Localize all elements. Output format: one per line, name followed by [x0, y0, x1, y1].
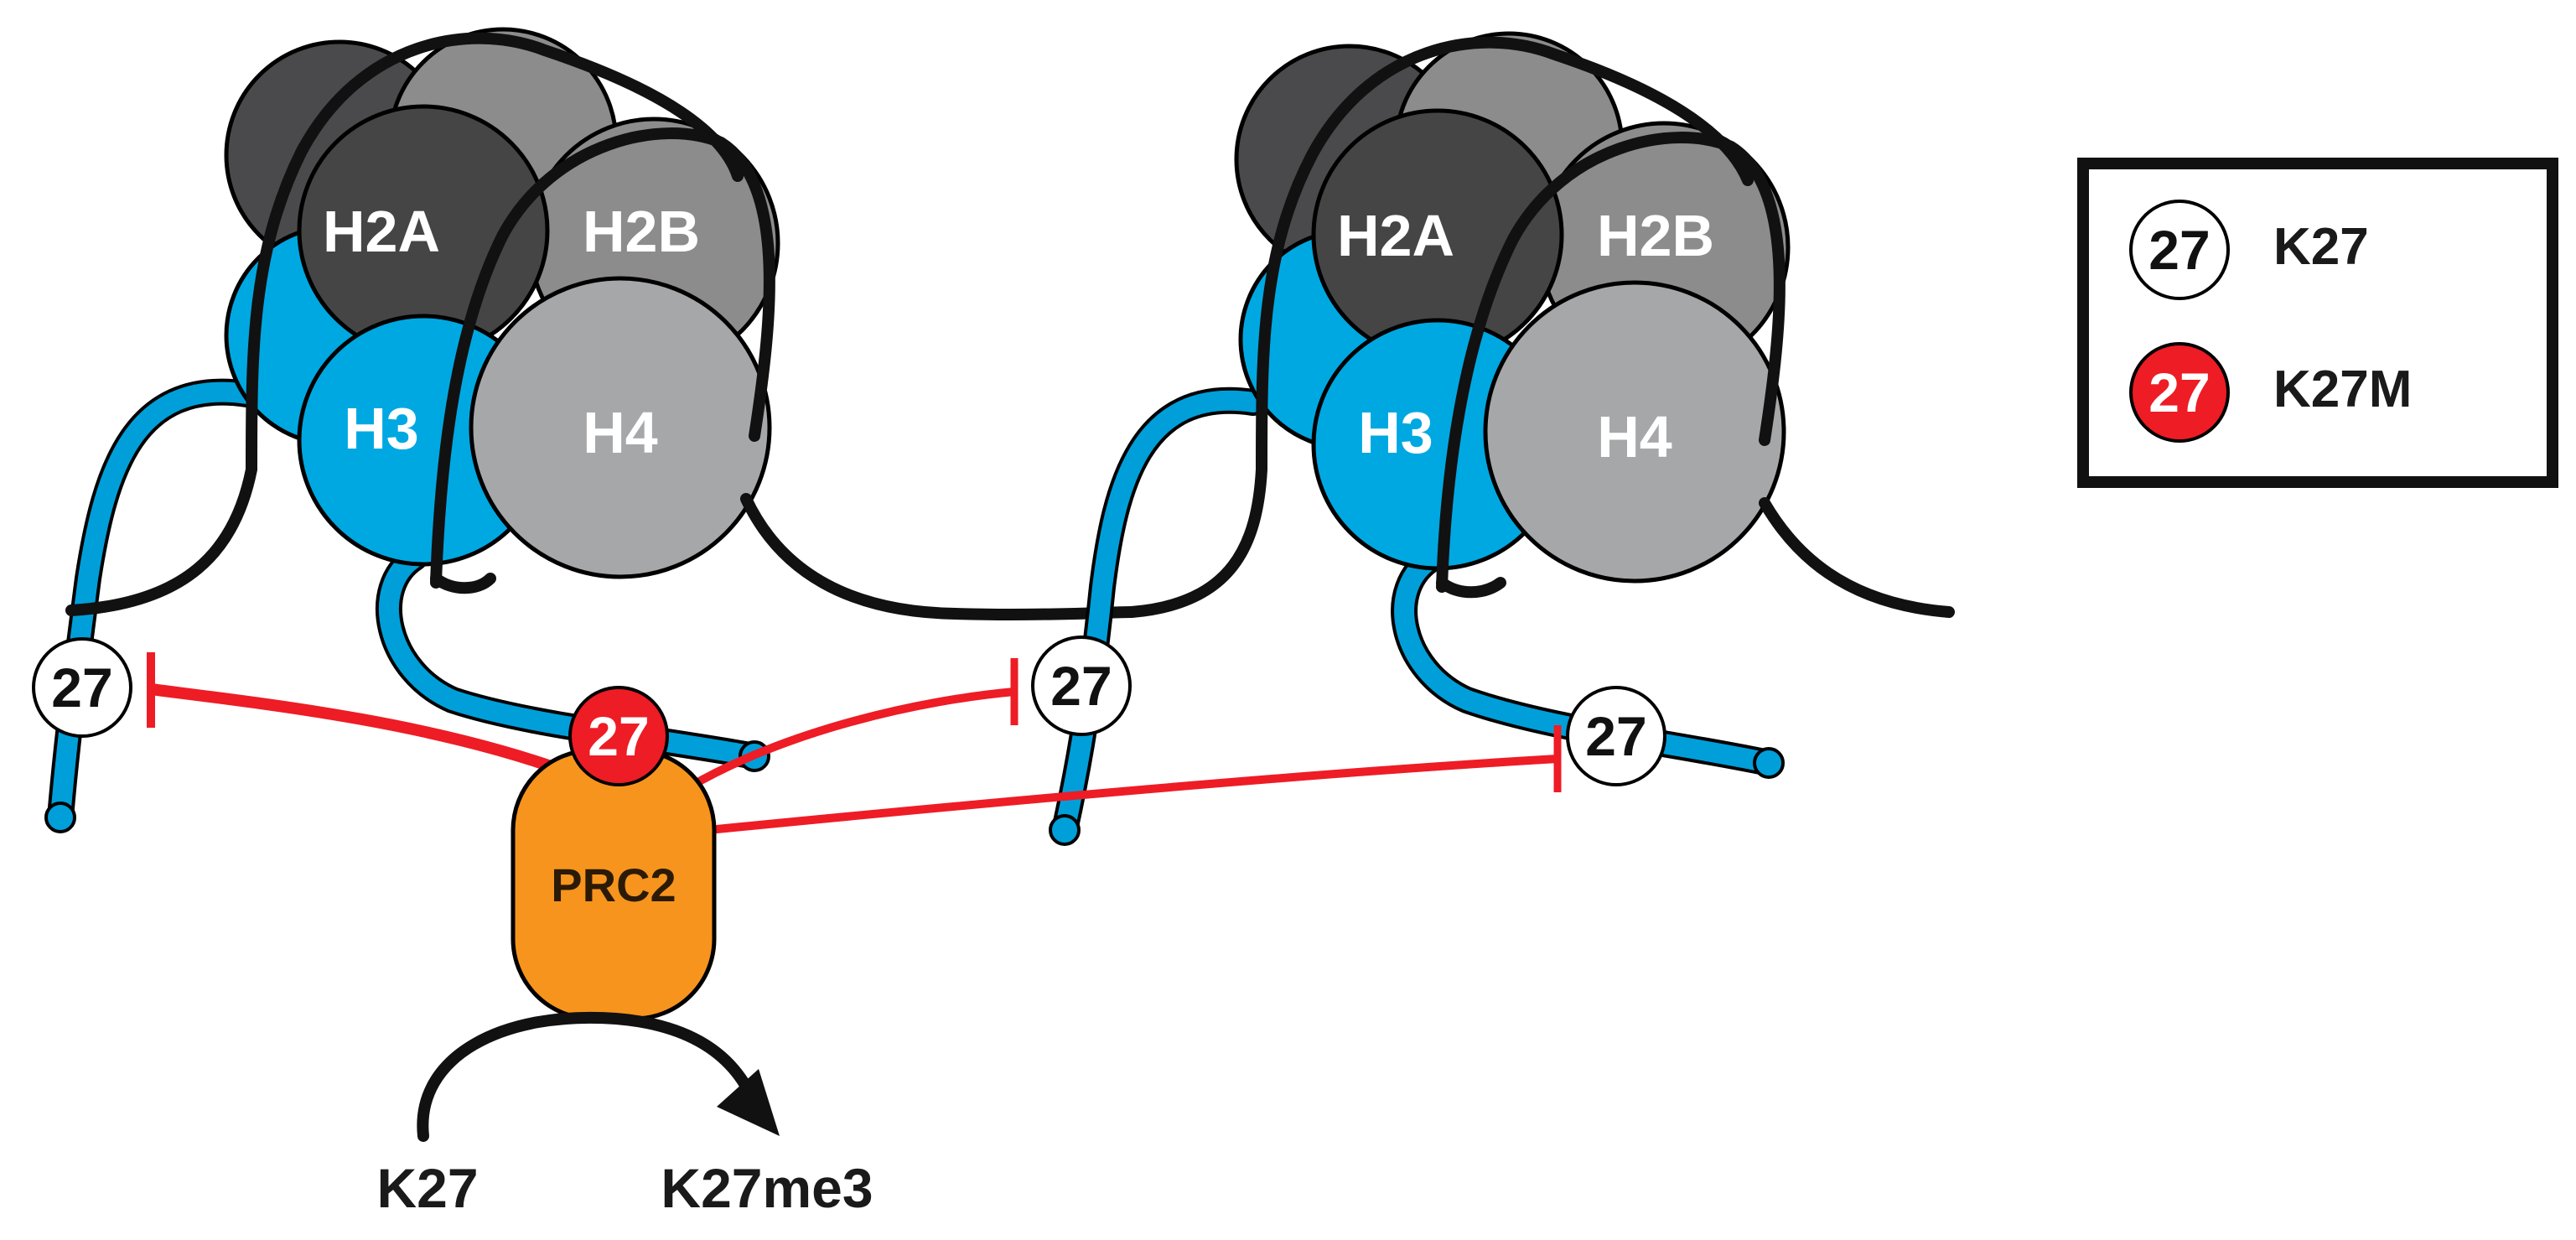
svg-text:27: 27 — [588, 705, 649, 767]
legend: 27 K27 27 K27M — [2077, 158, 2558, 488]
h2b-label-2: H2B — [1597, 203, 1714, 268]
dna-wrap-1 — [65, 32, 744, 616]
nucleosome-2: H2A H2B H3 H4 — [1049, 31, 1955, 846]
h4-label-1: H4 — [583, 400, 658, 465]
k27-marker-middle: 27 — [1031, 636, 1132, 736]
dna-wrap-2 — [1126, 36, 1754, 618]
h4-2 — [1483, 280, 1786, 584]
prc2-complex: PRC2 — [511, 748, 717, 1021]
svg-text:27: 27 — [2148, 361, 2210, 423]
k27-marker-left: 27 — [32, 637, 132, 738]
h4-1 — [469, 276, 772, 579]
linker-dna — [740, 493, 1138, 620]
k27m-marker: 27 — [568, 686, 669, 786]
dna-exit — [1759, 497, 1955, 618]
h2a-label-1: H2A — [323, 199, 440, 264]
reaction-product: K27me3 — [661, 1157, 873, 1219]
legend-item-k27m: 27 K27M — [2129, 342, 2412, 443]
h2a-label-2: H2A — [1337, 203, 1454, 268]
methylation-arrow — [417, 1011, 780, 1142]
h2b-label-1: H2B — [583, 199, 700, 264]
h4-label-2: H4 — [1597, 404, 1672, 470]
inhibition-line-left — [150, 683, 556, 773]
svg-text:27: 27 — [2148, 219, 2210, 281]
k27-marker-right: 27 — [1566, 686, 1666, 786]
inhibition-line-middle — [685, 687, 1015, 792]
inhibition-lines — [147, 652, 1562, 834]
legend-label-k27m: K27M — [2273, 361, 2412, 418]
reaction-substrate: K27 — [376, 1157, 478, 1219]
svg-text:27: 27 — [1050, 655, 1112, 717]
nucleosome-1: H2A H2B H3 H4 — [44, 27, 780, 833]
svg-text:27: 27 — [1585, 705, 1646, 767]
svg-text:27: 27 — [51, 656, 112, 719]
h3-label-1: H3 — [344, 396, 418, 461]
legend-item-k27: 27 K27 — [2129, 200, 2369, 300]
prc2-label: PRC2 — [551, 859, 676, 911]
h3-label-2: H3 — [1358, 400, 1433, 465]
inhibition-line-right — [707, 755, 1558, 834]
legend-label-k27: K27 — [2273, 218, 2369, 276]
